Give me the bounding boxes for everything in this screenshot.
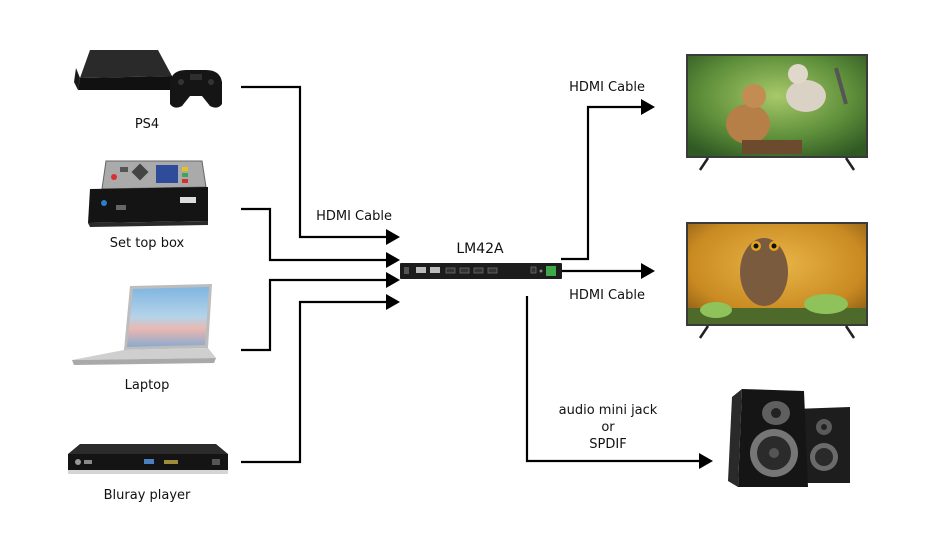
tv-2-image xyxy=(686,222,868,339)
arrowhead-out-tv2 xyxy=(641,263,655,279)
ps4-image xyxy=(74,50,222,108)
wire-out-tv1 xyxy=(561,105,641,261)
speaker-large xyxy=(728,389,808,487)
source-label-set-top-box: Set top box xyxy=(109,236,185,251)
remote-control-icon xyxy=(101,160,207,190)
output-cable-label-tv2: HDMI Cable xyxy=(569,288,645,303)
arrowhead-out-tv1 xyxy=(641,99,655,115)
laptop-image xyxy=(72,284,216,365)
controller-icon xyxy=(170,70,222,108)
wire-set-top-box xyxy=(241,207,386,262)
usb-port xyxy=(430,267,440,273)
audio-cable-label-line: SPDIF xyxy=(589,437,627,452)
audio-jack xyxy=(539,269,543,273)
source-label-ps4: PS4 xyxy=(134,117,160,132)
arrowhead-in-4 xyxy=(386,294,400,310)
audio-cable-label-line: audio mini jack xyxy=(558,403,658,418)
lm42a-matrix-device xyxy=(400,263,562,279)
optical-port xyxy=(530,266,537,274)
wire-bluray xyxy=(241,300,386,464)
arrowhead-in-3 xyxy=(386,272,400,288)
wire-laptop xyxy=(241,278,386,352)
source-label-laptop: Laptop xyxy=(124,378,170,393)
hdmi-port xyxy=(473,267,484,274)
hdmi-port xyxy=(459,267,470,274)
tv-1-image xyxy=(686,54,868,171)
output-cable-label-tv1: HDMI Cable xyxy=(569,80,645,95)
arrowhead-in-2 xyxy=(386,252,400,268)
audio-cable-label-line: or xyxy=(601,420,615,435)
source-label-bluray-player: Bluray player xyxy=(103,488,191,503)
usb-port xyxy=(416,267,426,273)
owl-figure xyxy=(740,238,788,306)
wire-ps4 xyxy=(241,85,386,239)
terminal-block xyxy=(546,266,556,276)
speaker-small xyxy=(794,407,850,483)
bluray-player-image xyxy=(68,444,228,474)
set-top-box-image xyxy=(88,160,208,227)
hub-name-label: LM42A xyxy=(456,241,504,257)
speakers-image xyxy=(728,389,850,487)
arrowhead-out-audio xyxy=(699,453,713,469)
wire-out-audio xyxy=(525,296,699,463)
kitten-figure xyxy=(726,64,848,144)
input-cable-label: HDMI Cable xyxy=(316,209,392,224)
hdmi-port xyxy=(445,267,456,274)
audio-cable-label: audio mini jack or SPDIF xyxy=(548,402,668,453)
arrowhead-in-1 xyxy=(386,229,400,245)
hdmi-port xyxy=(487,267,498,274)
